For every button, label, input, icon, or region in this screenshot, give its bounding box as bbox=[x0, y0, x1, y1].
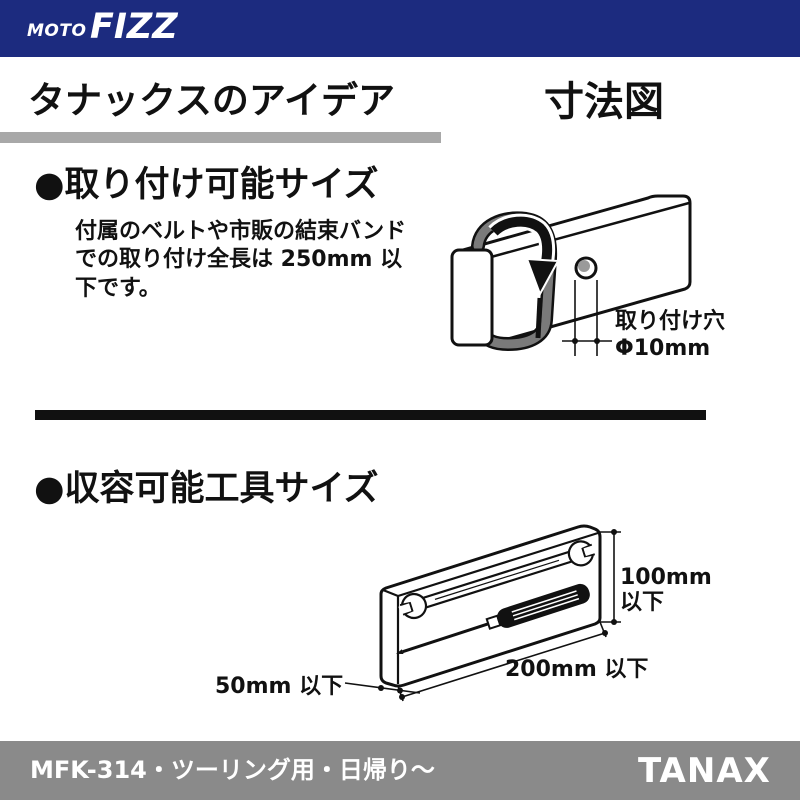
width-label: 200mm 以下 bbox=[505, 657, 649, 682]
brand-logo: TANAX bbox=[638, 751, 771, 791]
case-front-rim bbox=[382, 531, 599, 684]
height-dimension-line bbox=[600, 529, 621, 625]
screwdriver-icon bbox=[396, 583, 590, 655]
mounting-heading: ●取り付け可能サイズ bbox=[34, 165, 379, 205]
mounting-bar bbox=[454, 194, 692, 346]
hole-size: Φ10mm bbox=[615, 336, 711, 361]
hole-dimension-lines bbox=[562, 280, 612, 356]
storage-diagram bbox=[344, 524, 621, 702]
product-model: MFK-314・ツーリング用・日帰り〜 bbox=[30, 756, 435, 784]
mounting-hole bbox=[574, 256, 598, 280]
wrench-icon bbox=[398, 540, 597, 620]
height-suffix: 以下 bbox=[620, 590, 665, 615]
bar-end-face bbox=[450, 248, 494, 347]
bar-top-edge bbox=[490, 201, 690, 259]
logo-fizz: FIZZ bbox=[90, 7, 178, 47]
section-divider bbox=[35, 410, 706, 420]
idea-title: タナックスのアイデア bbox=[28, 79, 396, 122]
depth-dimension-line bbox=[344, 682, 421, 694]
storage-heading: ●収容可能工具サイズ bbox=[34, 469, 379, 509]
wrap-arrow-icon bbox=[488, 213, 560, 339]
mounting-description-line: での取り付け全長は 250mm 以 bbox=[75, 247, 403, 272]
hole-label: 取り付け穴 bbox=[615, 309, 726, 334]
title-underline bbox=[0, 132, 441, 143]
footer-bar bbox=[0, 741, 800, 800]
mounting-description-line: 下です。 bbox=[75, 276, 161, 301]
mounting-description-line: 付属のベルトや市販の結束バンド bbox=[75, 219, 407, 244]
mounting-diagram bbox=[450, 194, 692, 356]
header-bar bbox=[0, 0, 800, 57]
logo-moto: MOTO bbox=[27, 21, 87, 41]
height-value: 100mm bbox=[620, 565, 712, 590]
bar-body bbox=[454, 194, 692, 346]
dimension-title: 寸法図 bbox=[544, 79, 664, 125]
depth-label: 50mm 以下 bbox=[215, 674, 344, 699]
